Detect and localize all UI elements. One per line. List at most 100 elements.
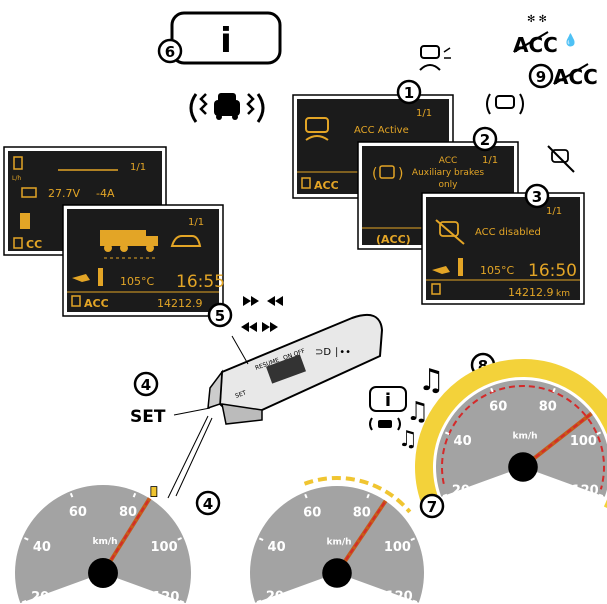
- svg-text:ACC disabled: ACC disabled: [475, 227, 541, 238]
- arrows-icon: [241, 296, 283, 332]
- callout-4-gauge: 4: [195, 490, 221, 516]
- svg-text:14212.9: 14212.9: [508, 286, 554, 299]
- svg-text:14212.9: 14212.9: [157, 297, 203, 310]
- gauge-hub: [508, 452, 538, 482]
- acc-brake-icon: [486, 93, 524, 115]
- callout-9: 9: [528, 63, 554, 89]
- callout-2: 2: [472, 126, 498, 152]
- svg-text:ACC Active: ACC Active: [354, 125, 409, 136]
- svg-text:27.7V: 27.7V: [48, 187, 80, 200]
- gauge-tick: [304, 493, 308, 499]
- gauge-tick-label: 60: [489, 400, 507, 415]
- set-leader: [173, 407, 211, 416]
- svg-text:L/h: L/h: [12, 175, 21, 182]
- svg-text:1: 1: [404, 84, 414, 102]
- gauge-tick: [177, 537, 182, 541]
- gauge-tick: [69, 492, 74, 498]
- svg-text:ACC: ACC: [314, 179, 339, 192]
- set-marker: [150, 486, 158, 497]
- svg-text:7: 7: [427, 498, 437, 516]
- callout-1: 1: [396, 79, 422, 105]
- gauge-tick-label: 40: [268, 540, 286, 555]
- vehicle-distance-icon: [189, 93, 265, 123]
- svg-text:✻ ✻: ✻ ✻: [527, 14, 547, 25]
- svg-text:♫: ♫: [398, 427, 418, 452]
- gauge-tick: [598, 493, 604, 498]
- gauge-tick-label: 80: [353, 506, 371, 521]
- gauge-tick-label: 100: [570, 434, 597, 449]
- svg-text:-4A: -4A: [96, 187, 115, 200]
- svg-text:5: 5: [215, 307, 225, 325]
- gauge-tick: [21, 600, 27, 604]
- weather-acc-icon: ✻ ✻ ACC 💧 ACC: [513, 14, 598, 89]
- gauge-tick: [412, 599, 418, 604]
- callout-4-stalk: 4: [133, 371, 159, 397]
- cruise-stalk: RESUME ON OFF SET ⊃D ∣••: [167, 314, 384, 499]
- gauge-tick: [442, 493, 448, 498]
- gauge-tick: [258, 537, 264, 542]
- gauge-tick-label: 120: [152, 590, 179, 604]
- gauge-tick: [132, 492, 137, 498]
- gauge-tick: [256, 599, 262, 604]
- svg-text:1/1: 1/1: [130, 162, 146, 173]
- gauge-tick: [410, 537, 416, 542]
- sound-info-icons: i ♫ ♫ ♫: [369, 363, 445, 452]
- svg-text:⊃D ∣••: ⊃D ∣••: [315, 347, 351, 358]
- gauge-unit: km/h: [92, 537, 117, 547]
- gauge-tick-label: 20: [266, 590, 284, 604]
- gauge-tick-label: 20: [452, 484, 470, 499]
- screen-3: 1/1 ACC disabled 105°C 16:50 14212.9 km: [421, 192, 585, 305]
- alarm-arc: [441, 385, 605, 490]
- gauge-face: [436, 380, 607, 497]
- svg-text:8: 8: [478, 357, 488, 375]
- gauge-tick: [490, 387, 494, 393]
- svg-text:16:50: 16:50: [528, 261, 577, 281]
- svg-text:km: km: [556, 289, 570, 299]
- svg-text:Auxiliary brakes: Auxiliary brakes: [412, 168, 484, 178]
- acc-main-screen: 1/1 105°C 16:55 ACC 14212.9: [62, 204, 225, 317]
- svg-text:♫: ♫: [406, 397, 429, 427]
- acc-active-icon: [419, 45, 451, 71]
- alarm-band: [415, 359, 607, 511]
- gauge-tick: [596, 431, 602, 436]
- gauge-tick: [444, 431, 450, 436]
- svg-text:ACC: ACC: [553, 65, 598, 89]
- gauge-tick-label: 40: [454, 434, 472, 449]
- set-label: SET: [130, 407, 166, 427]
- gauge-tick-label: 100: [384, 540, 411, 555]
- svg-text:ACC: ACC: [439, 156, 458, 166]
- svg-text:ACC: ACC: [513, 33, 558, 57]
- gauge-tick-label: 100: [151, 540, 178, 555]
- gauge-needle-mark: [522, 412, 593, 468]
- gauge-face: [249, 485, 425, 603]
- gauge-tick-label: 40: [33, 540, 51, 555]
- svg-text:i: i: [220, 21, 232, 61]
- info-box: i: [170, 11, 282, 65]
- svg-text:9: 9: [536, 68, 546, 86]
- svg-text:): ): [398, 166, 403, 182]
- callout-5: 5: [207, 302, 233, 328]
- svg-text:105°C: 105°C: [480, 264, 514, 277]
- svg-text:1/1: 1/1: [482, 155, 498, 166]
- svg-text:3: 3: [532, 188, 542, 206]
- gauge-needle-mark: [102, 497, 151, 574]
- svg-text:(: (: [372, 166, 377, 182]
- svg-text:4: 4: [141, 376, 151, 394]
- acc-disabled-icon: [547, 145, 575, 173]
- callout-6: 6: [157, 38, 183, 64]
- svg-text:1/1: 1/1: [546, 206, 562, 217]
- gauge-tick: [24, 537, 29, 541]
- gauge-tick-label: 120: [572, 484, 599, 499]
- svg-text:2: 2: [480, 131, 490, 149]
- gauge-hub: [88, 558, 118, 588]
- svg-text:i: i: [385, 390, 391, 411]
- gauge-unit: km/h: [326, 537, 351, 547]
- svg-text:ACC: ACC: [84, 297, 109, 310]
- svg-text:only: only: [438, 180, 458, 190]
- gauge-tick: [366, 493, 370, 499]
- gauge-tick-label: 60: [303, 506, 321, 521]
- svg-text:16:55: 16:55: [176, 272, 225, 292]
